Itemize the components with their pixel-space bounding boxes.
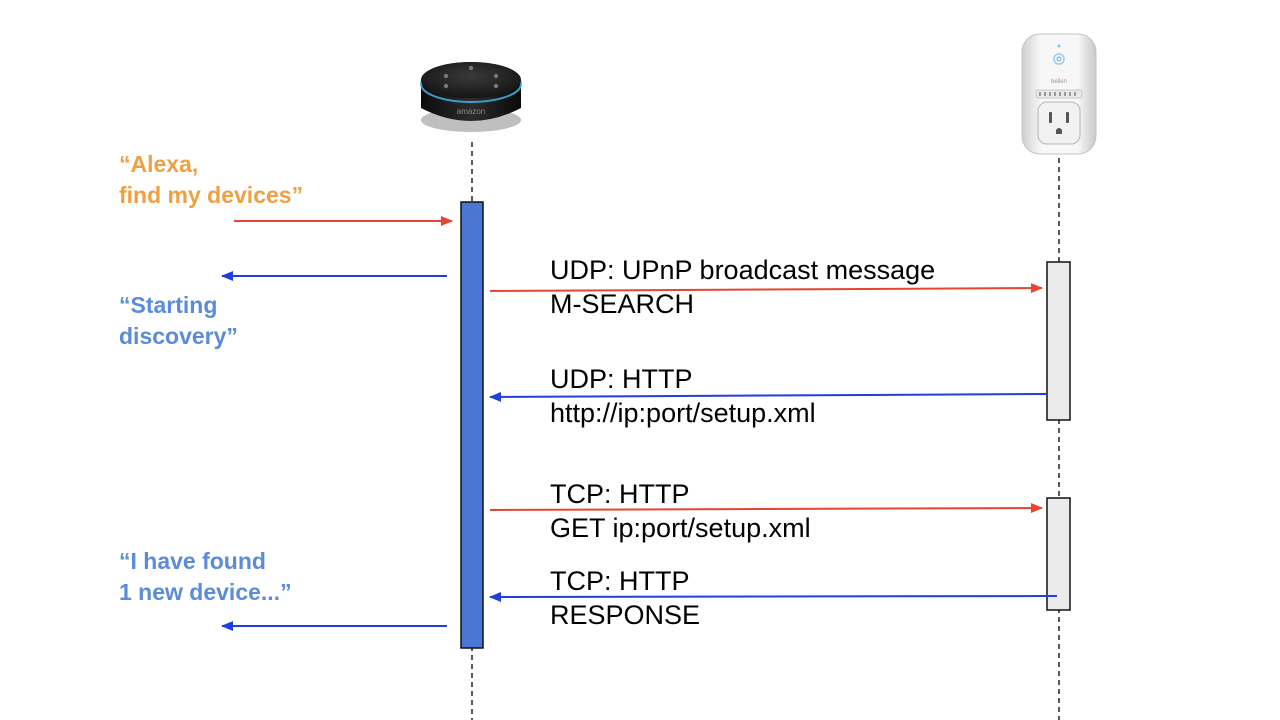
setup-url-arrow: [489, 391, 1048, 402]
reply-speech-starting-discovery: “Starting discovery”: [119, 290, 238, 352]
plug-activation-bar-2: [1046, 497, 1071, 611]
svg-text:belkin: belkin: [1051, 79, 1067, 85]
message-detail: http://ip:port/setup.xml: [550, 398, 816, 428]
speech-line: discovery”: [119, 323, 238, 349]
message-detail: GET ip:port/setup.xml: [550, 513, 811, 543]
get-setup-arrow: [489, 503, 1043, 514]
echo-activation-bar: [460, 201, 484, 649]
speech-line: “Starting: [119, 292, 218, 318]
response-arrow: [489, 591, 1058, 602]
message-msearch: UDP: UPnP broadcast message M-SEARCH: [550, 253, 935, 321]
svg-text:amazon: amazon: [457, 107, 485, 116]
plug-activation-bar-1: [1046, 261, 1071, 421]
message-protocol: UDP: HTTP: [550, 364, 693, 394]
message-response: TCP: HTTP RESPONSE: [550, 564, 700, 632]
speech-line: “I have found: [119, 548, 266, 574]
message-detail: M-SEARCH: [550, 289, 695, 319]
message-setup-url: UDP: HTTP http://ip:port/setup.xml: [550, 362, 816, 430]
message-protocol: TCP: HTTP: [550, 479, 690, 509]
msearch-arrow: [489, 283, 1043, 294]
speech-line: find my devices”: [119, 182, 304, 208]
smart-plug-icon: belkin: [1021, 33, 1097, 155]
reply-speech-found-device: “I have found 1 new device...”: [119, 546, 292, 608]
message-get-setup: TCP: HTTP GET ip:port/setup.xml: [550, 477, 811, 545]
user-speech-find-devices: “Alexa, find my devices”: [119, 149, 303, 211]
message-detail: RESPONSE: [550, 600, 701, 630]
message-protocol: TCP: HTTP: [550, 566, 690, 596]
speech-line: 1 new device...”: [119, 579, 292, 605]
message-protocol: UDP: UPnP broadcast message: [550, 255, 936, 285]
echo-dot-icon: amazon: [420, 62, 522, 132]
speech-line: “Alexa,: [119, 151, 199, 177]
